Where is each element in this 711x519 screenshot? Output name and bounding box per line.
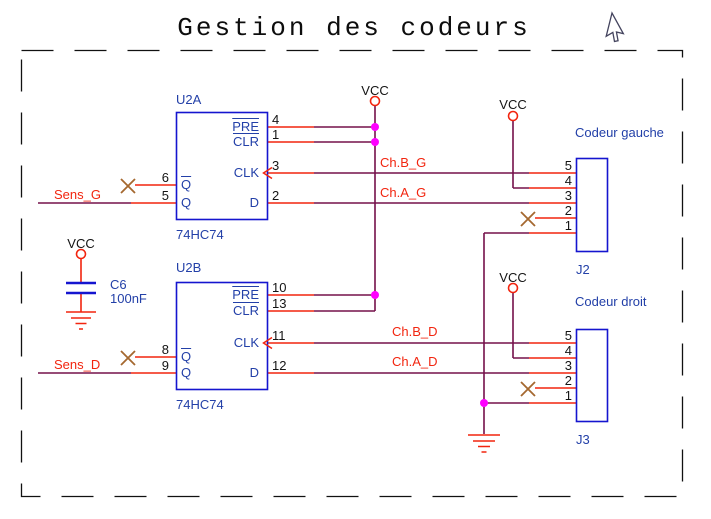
j2-pin3-number: 3 [564,188,572,203]
u2b-pin-name-pre: PRE [232,287,259,302]
j3-pin4-number: 4 [564,343,572,358]
vcc-symbol-c6[interactable] [75,248,87,260]
gnd-symbol-main[interactable] [468,434,500,453]
u2a-pin-name-qbar: Q [181,177,192,192]
j2-pin5-number: 5 [564,158,572,173]
net-label-chag[interactable]: Ch.A_G [380,185,427,200]
junction-dot [371,138,379,146]
u2a-clk-arrow-icon [262,166,273,180]
j3-refdes[interactable]: J3 [576,432,590,447]
u2b-pin13-number: 13 [272,296,287,311]
sheet-title: Gestion des codeurs [177,13,531,43]
u2a-pin5-number: 5 [161,188,169,203]
u2b-body[interactable] [175,281,269,391]
u2b-pin9-number: 9 [161,358,169,373]
no-connect-icon-u2a-pin6 [120,178,136,194]
c6-refdes[interactable]: C6 [110,277,127,292]
vcc-label-j2: VCC [499,97,527,112]
j2-title[interactable]: Codeur gauche [575,125,664,140]
vcc-label-j3: VCC [499,270,527,285]
u2b-pin12-number: 12 [272,358,287,373]
junction-dot [371,291,379,299]
j3-pin1-number: 1 [564,388,572,403]
vcc-symbol-j2[interactable] [507,110,519,122]
net-label-sens-g[interactable]: Sens_G [54,187,101,202]
mouse-cursor-icon [605,11,625,43]
sheet-border [20,49,684,498]
c6-value[interactable]: 100nF [110,291,147,306]
junction-dot [480,399,488,407]
u2a-pin1-number: 1 [272,127,280,142]
net-label-chad[interactable]: Ch.A_D [392,354,438,369]
j2-refdes[interactable]: J2 [576,262,590,277]
j2-pin2-number: 2 [564,203,572,218]
j3-pin5-number: 5 [564,328,572,343]
j2-body[interactable] [575,157,609,253]
u2b-pin8-number: 8 [161,342,169,357]
vcc-symbol-j3[interactable] [507,282,519,294]
j3-title[interactable]: Codeur droit [575,294,647,309]
no-connect-icon-j3-pin2 [520,381,536,397]
u2a-body[interactable] [175,111,269,221]
u2b-clk-arrow-icon [262,336,273,350]
u2b-refdes[interactable]: U2B [176,260,202,275]
u2a-pin-name-d: D [249,195,259,210]
u2a-pin-name-clk: CLK [233,165,259,180]
u2a-pin-name-clr: CLR [232,134,259,149]
u2b-pin-name-clr: CLR [232,303,259,318]
u2a-pin-stubs[interactable] [131,126,314,204]
u2b-part[interactable]: 74HC74 [176,397,224,412]
u2a-pin3-number: 3 [272,158,280,173]
j3-body[interactable] [575,328,609,423]
gnd-symbol-c6[interactable] [66,311,96,330]
j3-pin-stubs[interactable] [529,342,576,404]
j2-pin1-number: 1 [564,218,572,233]
u2b-pin11-number: 11 [272,328,286,343]
u2a-refdes[interactable]: U2A [176,92,202,107]
u2b-pin-stubs[interactable] [131,294,314,374]
u2a-pin-name-q: Q [181,195,192,210]
u2a-pin-name-pre: PRE [232,119,259,134]
c6-plates[interactable] [66,281,96,295]
vcc-symbol-u2[interactable] [369,95,381,107]
u2b-pin-name-q: Q [181,365,192,380]
net-label-sens-d[interactable]: Sens_D [54,357,101,372]
vcc-label-u2: VCC [361,83,389,98]
j3-pin3-number: 3 [564,358,572,373]
u2a-pin4-number: 4 [272,112,280,127]
u2b-pin-name-d: D [249,365,259,380]
j2-pin-stubs[interactable] [529,172,576,234]
vcc-label-c6: VCC [67,236,95,251]
u2b-pin10-number: 10 [272,280,287,295]
u2b-pin-name-qbar: Q [181,349,192,364]
no-connect-icon-j2-pin2 [520,211,536,227]
j3-pin2-number: 2 [564,373,572,388]
u2a-pin6-number: 6 [161,170,169,185]
u2a-part[interactable]: 74HC74 [176,227,224,242]
no-connect-icon-u2b-pin8 [120,350,136,366]
wire-net-gnd[interactable] [483,232,529,434]
wire-net-vcc[interactable] [314,106,529,359]
j2-pin4-number: 4 [564,173,572,188]
net-label-chbg[interactable]: Ch.B_G [380,155,427,170]
u2a-pin2-number: 2 [272,188,280,203]
net-label-chbd[interactable]: Ch.B_D [392,324,438,339]
junction-dot [371,123,379,131]
u2b-pin-name-clk: CLK [233,335,259,350]
